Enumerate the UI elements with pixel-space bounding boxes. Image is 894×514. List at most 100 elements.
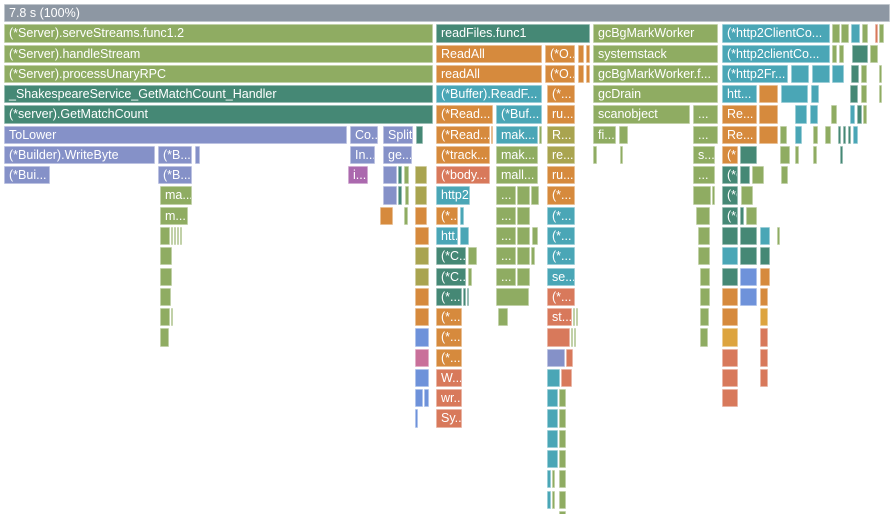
flame-frame[interactable] [517, 206, 530, 225]
flame-frame[interactable] [547, 409, 558, 428]
flame-frame[interactable] [722, 267, 738, 286]
flame-frame[interactable]: (*C... [436, 247, 466, 266]
flame-frame[interactable] [586, 44, 590, 63]
flame-frame[interactable]: (*... [436, 328, 462, 347]
flame-frame[interactable] [813, 125, 818, 144]
flame-frame[interactable] [586, 64, 590, 84]
flame-frame[interactable]: (*C... [722, 206, 738, 225]
flame-frame[interactable]: Re... [722, 125, 757, 144]
flame-frame[interactable] [696, 206, 710, 225]
flame-frame[interactable]: gcDrain [593, 85, 718, 104]
flame-frame[interactable] [578, 64, 584, 84]
flame-frame[interactable] [415, 287, 429, 307]
flame-frame[interactable]: (*B... [158, 166, 192, 185]
flame-frame[interactable]: (*Server).handleStream [4, 44, 433, 63]
flame-frame[interactable] [722, 389, 738, 408]
flame-frame[interactable] [532, 227, 538, 246]
flame-frame[interactable] [559, 490, 566, 509]
flame-frame[interactable] [740, 247, 757, 266]
flame-frame[interactable]: fi... [593, 125, 616, 144]
flame-frame[interactable] [415, 267, 429, 286]
flame-frame[interactable] [415, 206, 427, 225]
flame-frame[interactable] [547, 470, 551, 489]
flame-frame[interactable] [839, 44, 844, 63]
flame-frame[interactable] [850, 85, 858, 104]
flame-frame[interactable]: m... [160, 206, 188, 225]
flame-frame[interactable] [571, 328, 573, 347]
flame-frame[interactable] [160, 267, 172, 286]
flame-frame[interactable]: ge... [383, 145, 412, 165]
flame-frame[interactable] [700, 308, 709, 327]
flame-frame[interactable] [780, 145, 790, 165]
flame-frame[interactable]: (*Read... [436, 105, 493, 124]
flame-frame[interactable]: s... [693, 145, 715, 165]
flame-frame[interactable] [838, 125, 841, 144]
flame-frame[interactable]: htt... [722, 85, 757, 104]
flame-frame[interactable] [879, 64, 882, 84]
flame-frame[interactable] [840, 145, 843, 165]
flame-frame[interactable] [759, 85, 778, 104]
flame-frame[interactable] [559, 389, 566, 408]
flame-frame[interactable]: Co... [350, 125, 378, 144]
flame-frame[interactable] [415, 328, 429, 347]
flame-frame[interactable] [547, 368, 560, 388]
flame-frame[interactable]: (*http2clientCo... [722, 44, 830, 63]
flame-frame[interactable] [722, 348, 738, 367]
flame-frame[interactable] [879, 24, 884, 43]
flame-frame[interactable] [415, 409, 418, 428]
flame-frame[interactable] [722, 227, 738, 246]
flame-frame[interactable] [740, 267, 757, 286]
flame-frame[interactable]: (*Buffer).ReadF... [436, 85, 542, 104]
flame-frame[interactable] [700, 287, 710, 307]
flame-frame[interactable] [496, 287, 529, 307]
flame-frame[interactable] [177, 227, 179, 246]
flame-frame[interactable] [741, 186, 753, 205]
flame-frame[interactable] [171, 227, 173, 246]
flame-frame[interactable] [547, 348, 565, 367]
flame-frame[interactable] [875, 24, 878, 43]
flame-frame[interactable] [760, 328, 768, 347]
flame-frame[interactable] [831, 105, 837, 124]
flame-frame[interactable] [746, 206, 757, 225]
flame-frame[interactable]: (*... [547, 287, 575, 307]
flame-frame[interactable]: ... [693, 166, 715, 185]
flame-frame[interactable] [841, 24, 849, 43]
flame-frame[interactable]: (*http2ClientCo... [722, 24, 830, 43]
flame-frame[interactable]: ... [496, 227, 516, 246]
flame-frame[interactable] [777, 227, 780, 246]
flame-frame[interactable] [160, 328, 169, 347]
flame-frame[interactable] [380, 206, 393, 225]
flame-frame[interactable] [752, 166, 764, 185]
flame-frame[interactable]: ... [496, 206, 516, 225]
flame-frame[interactable] [759, 125, 778, 144]
flame-frame[interactable]: ... [496, 186, 516, 205]
flame-frame[interactable]: ma... [160, 186, 192, 205]
flame-frame[interactable] [722, 308, 738, 327]
flame-frame[interactable] [415, 368, 429, 388]
flame-frame[interactable] [620, 145, 623, 165]
flame-frame[interactable] [698, 227, 710, 246]
flame-frame[interactable]: gcBgMarkWorker.f... [593, 64, 718, 84]
flame-frame[interactable] [468, 247, 477, 266]
flame-frame[interactable]: (*C... [722, 186, 738, 205]
flame-frame[interactable] [576, 308, 578, 327]
flame-frame[interactable]: (*... [436, 206, 458, 225]
flame-frame[interactable] [498, 308, 508, 327]
flame-frame[interactable]: readAll [436, 64, 542, 84]
flame-frame[interactable]: mak... [496, 125, 538, 144]
flame-frame[interactable] [795, 125, 802, 144]
flame-frame[interactable] [863, 105, 867, 124]
flame-frame[interactable] [415, 247, 429, 266]
flame-frame[interactable] [810, 105, 818, 124]
flame-frame[interactable] [825, 125, 831, 144]
flame-frame[interactable] [700, 267, 710, 286]
flame-frame[interactable]: ... [496, 267, 516, 286]
flame-frame[interactable]: ru... [547, 166, 575, 185]
flame-frame[interactable]: ... [693, 125, 718, 144]
flame-frame[interactable] [415, 166, 427, 185]
flame-frame[interactable] [160, 308, 170, 327]
flame-frame[interactable] [879, 85, 882, 104]
flame-frame[interactable] [404, 166, 409, 185]
flame-frame[interactable] [383, 186, 397, 205]
flame-frame[interactable] [760, 287, 768, 307]
